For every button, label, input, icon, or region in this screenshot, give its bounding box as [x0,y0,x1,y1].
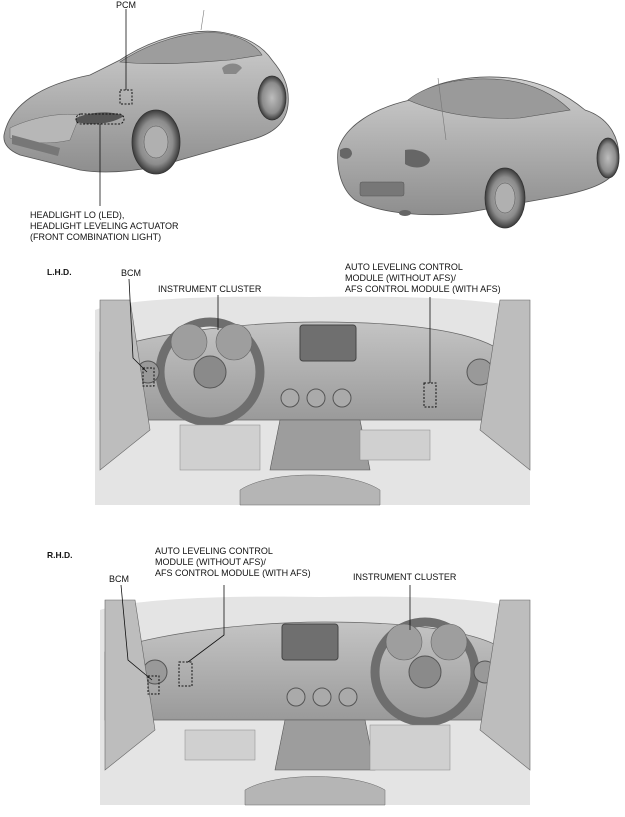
lhd-bcm-marker [142,367,155,387]
pcm-location-marker [119,89,133,105]
rhd-instrument-cluster-label: INSTRUMENT CLUSTER [353,572,457,582]
rear-car-illustration [337,76,620,229]
lhd-bcm-leader-line [128,278,148,373]
rhd-auto-leveling-leader-line [187,585,225,663]
lhd-auto-leveling-line-2: MODULE (WITHOUT AFS)/ [345,273,456,283]
lhd-auto-leveling-marker [423,382,437,408]
rhd-bcm-label: BCM [109,574,129,584]
rhd-bcm-marker [147,675,160,695]
lhd-auto-leveling-label: AUTO LEVELING CONTROL MODULE (WITHOUT AF… [345,262,501,295]
lhd-interior-illustration [95,296,531,506]
headlight-label-line-2: HEADLIGHT LEVELING ACTUATOR [30,221,179,231]
rhd-section-title: R.H.D. [47,550,73,560]
headlight-location-marker [75,113,125,125]
front-car-illustration [3,9,289,175]
rhd-auto-leveling-label: AUTO LEVELING CONTROL MODULE (WITHOUT AF… [155,546,311,579]
rhd-auto-leveling-line-2: MODULE (WITHOUT AFS)/ [155,557,266,567]
pcm-label: PCM [116,0,136,10]
rhd-bcm-leader-line [120,584,153,681]
lhd-bcm-label: BCM [121,268,141,278]
rhd-interior-illustration [100,596,531,806]
lhd-section-title: L.H.D. [47,267,72,277]
lhd-auto-leveling-line-3: AFS CONTROL MODULE (WITH AFS) [345,284,501,294]
lhd-instrument-cluster-label: INSTRUMENT CLUSTER [158,284,262,294]
rhd-auto-leveling-marker [178,661,193,687]
lhd-auto-leveling-line-1: AUTO LEVELING CONTROL [345,262,463,272]
rhd-auto-leveling-line-3: AFS CONTROL MODULE (WITH AFS) [155,568,311,578]
headlight-label-line-1: HEADLIGHT LO (LED), [30,210,125,220]
headlight-label: HEADLIGHT LO (LED), HEADLIGHT LEVELING A… [30,210,179,243]
headlight-label-line-3: (FRONT COMBINATION LIGHT) [30,232,162,242]
rhd-auto-leveling-line-1: AUTO LEVELING CONTROL [155,546,273,556]
